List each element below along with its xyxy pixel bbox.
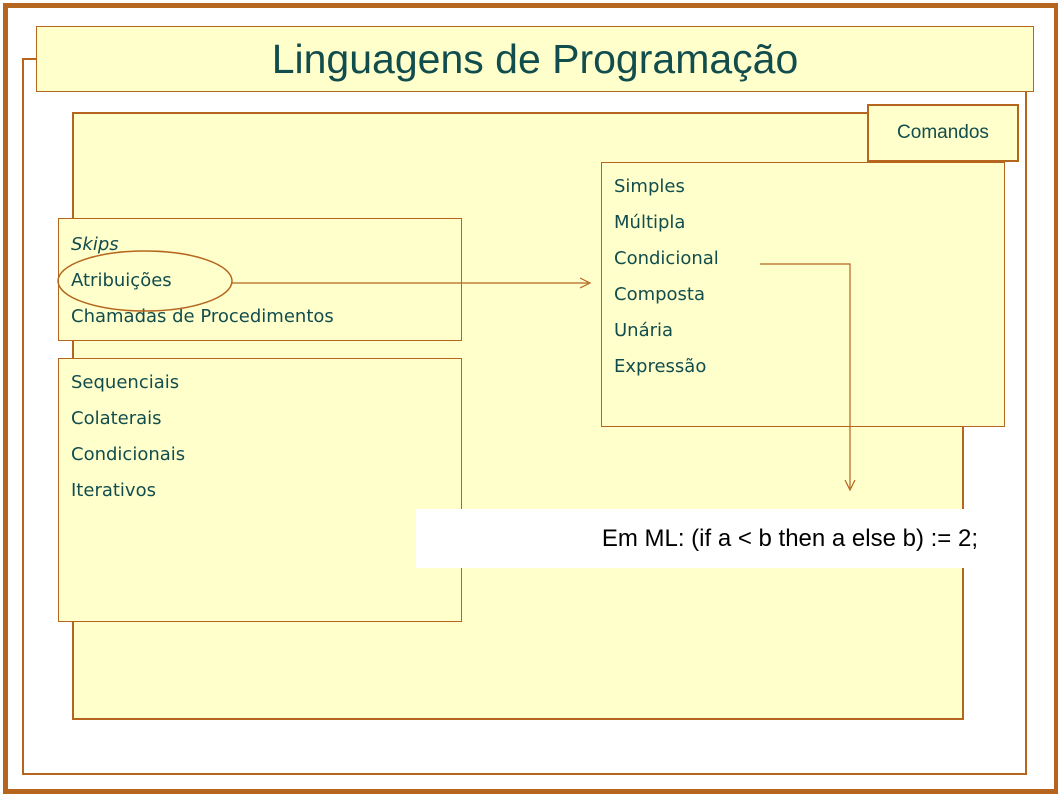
list-box-assignment-types: Simples Múltipla Condicional Composta Un… — [601, 162, 1005, 427]
example-code: Em ML: (if a < b then a else b) := 2; — [601, 524, 978, 552]
slide-title: Linguagens de Programação — [271, 35, 799, 82]
list-item: Iterativos — [71, 480, 156, 501]
list-item-condicional: Condicional — [614, 248, 719, 269]
list-item-atribuicoes: Atribuições — [71, 270, 172, 291]
title-box: Linguagens de Programação — [36, 26, 1034, 92]
list-item: Skips — [71, 234, 119, 255]
list-item: Colaterais — [71, 408, 162, 429]
section-tag: Comandos — [867, 104, 1019, 162]
list-item: Expressão — [614, 356, 707, 377]
list-item: Composta — [614, 284, 706, 305]
list-item: Simples — [614, 176, 685, 197]
list-item: Unária — [614, 320, 674, 341]
list-box-skips: Skips Atribuições Chamadas de Procedimen… — [58, 218, 462, 341]
section-tag-label: Comandos — [897, 122, 989, 143]
list-box-structure: Sequenciais Colaterais Condicionais Iter… — [58, 358, 462, 622]
list-item: Condicionais — [71, 444, 186, 465]
example-code-box: Em ML: (if a < b then a else b) := 2; — [416, 509, 978, 568]
list-item: Chamadas de Procedimentos — [71, 306, 334, 327]
list-item: Sequenciais — [71, 372, 180, 393]
list-item: Múltipla — [614, 212, 686, 233]
